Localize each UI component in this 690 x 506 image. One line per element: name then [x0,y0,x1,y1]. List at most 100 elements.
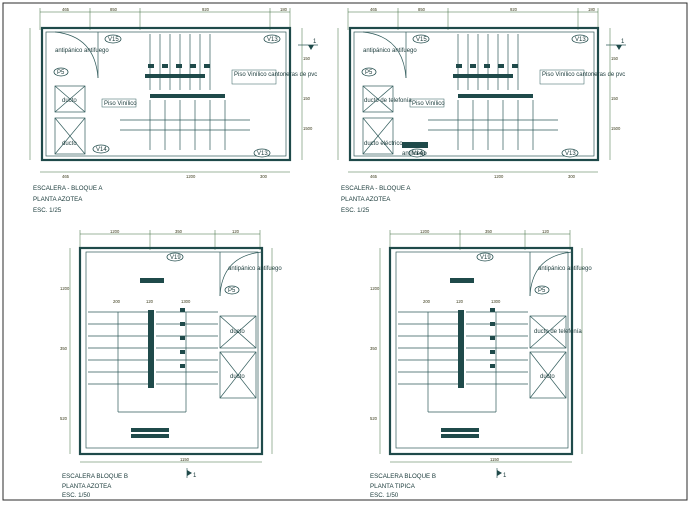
dim-top-2: 850 [110,7,118,12]
door-swing [54,31,99,79]
label-ducto: ducto [62,98,77,104]
label-ducto-2: ducto [62,141,77,147]
svg-text:antifuego: antifuego [402,151,427,157]
svg-text:1200: 1200 [60,286,70,291]
stair-runs [88,311,218,413]
svg-text:PLANTA AZOTEA: PLANTA AZOTEA [341,196,391,203]
tag-v15 [104,34,122,44]
svg-text:1: 1 [621,39,625,45]
svg-text:350: 350 [60,346,68,351]
dim-top-3: 920 [202,7,210,12]
svg-text:1200: 1200 [186,174,196,179]
svg-text:V13: V13 [575,37,586,43]
svg-text:120: 120 [232,229,240,234]
svg-text:350: 350 [485,229,493,234]
svg-text:V13: V13 [267,37,278,43]
handrail [148,310,154,388]
svg-text:V15: V15 [416,37,427,43]
svg-text:V13: V13 [257,151,268,157]
svg-text:P5: P5 [365,70,373,76]
svg-text:1300: 1300 [491,299,501,304]
svg-text:antipánico antifuego: antipánico antifuego [228,266,282,272]
svg-text:P5: P5 [228,288,236,294]
svg-text:1150: 1150 [180,457,190,462]
svg-text:V15: V15 [108,37,119,43]
svg-text:150: 150 [611,56,619,61]
tag-v14 [92,144,110,154]
stair-runs [120,34,250,150]
svg-text:200: 200 [113,299,121,304]
handrail-upper [145,74,205,78]
svg-text:V19: V19 [170,255,181,261]
svg-text:465: 465 [62,174,70,179]
svg-text:V19: V19 [480,255,491,261]
svg-text:1200: 1200 [110,229,120,234]
dim-top-4: 180 [280,7,288,12]
tag-p5 [53,67,69,77]
outer-walls [388,246,574,456]
handrail-lower [150,94,225,98]
svg-text:465: 465 [370,174,378,179]
ducto-box [54,117,86,155]
plan-bloque-a-left: 465 850 920 180 [29,7,318,214]
dim-top-1: 465 [62,7,70,12]
svg-text:520: 520 [370,416,378,421]
svg-text:ESC. 1/25: ESC. 1/25 [341,207,370,214]
stair-runs [428,34,558,150]
svg-text:1: 1 [193,473,197,479]
svg-text:1200: 1200 [370,286,380,291]
svg-text:V14: V14 [412,151,423,157]
svg-text:1200: 1200 [420,229,430,234]
label-antifuego: antipánico antifuego [55,48,109,54]
svg-text:antipánico antifuego: antipánico antifuego [538,266,592,272]
svg-text:150: 150 [303,56,311,61]
svg-text:200: 200 [423,299,431,304]
antifuego-bar [402,142,428,148]
svg-text:120: 120 [146,299,154,304]
svg-text:1200: 1200 [494,174,504,179]
svg-text:ESCALERA BLOQUE B: ESCALERA BLOQUE B [370,473,436,480]
svg-text:Piso Vinílico: Piso Vinílico [412,101,445,107]
svg-text:920: 920 [510,7,518,12]
svg-text:350: 350 [370,346,378,351]
svg-text:1150: 1150 [490,457,500,462]
svg-text:1: 1 [503,473,507,479]
svg-text:180: 180 [588,7,596,12]
svg-text:150: 150 [611,96,619,101]
caption-plan: PLANTA AZOTEA [33,196,83,203]
plan-bloque-b-left: 1200 350 120 [60,229,282,499]
label-piso-vinilico: Piso Vinílico [104,101,137,107]
svg-text:1500: 1500 [303,126,313,131]
section-marker: 1 [313,39,317,45]
svg-text:ducto: ducto [230,329,245,335]
svg-text:ducto: ducto [540,374,555,380]
caption-scale: ESC. 1/25 [33,207,62,214]
svg-text:ducto de telefonía: ducto de telefonía [534,329,582,335]
svg-text:antipánico antifuego: antipánico antifuego [363,48,417,54]
svg-text:ESCALERA BLOQUE B: ESCALERA BLOQUE B [62,473,128,480]
svg-text:ducto eléctrico: ducto eléctrico [364,141,403,147]
svg-text:520: 520 [60,416,68,421]
plan-bloque-a-right: 465 850 920 180 [337,7,626,214]
tag-v13-top [263,34,281,44]
svg-text:ESC. 1/50: ESC. 1/50 [62,492,91,499]
svg-text:PLANTA TIPICA: PLANTA TIPICA [370,483,416,490]
svg-text:120: 120 [542,229,550,234]
svg-text:ESC. 1/50: ESC. 1/50 [370,492,399,499]
svg-text:PLANTA AZOTEA: PLANTA AZOTEA [62,483,112,490]
outer-walls [348,26,600,162]
stair-runs [398,311,528,413]
svg-text:300: 300 [260,174,268,179]
svg-text:350: 350 [175,229,183,234]
svg-text:P5: P5 [57,70,65,76]
tag-v13-bottom [253,148,271,158]
svg-text:850: 850 [418,7,426,12]
caption-title: ESCALERA - BLOQUE A [33,185,103,192]
svg-text:1300: 1300 [181,299,191,304]
svg-text:V14: V14 [96,147,107,153]
svg-text:120: 120 [456,299,464,304]
svg-text:300: 300 [568,174,576,179]
label-piso-cantonera: Piso Vinílico cantoneras de pvc [234,72,317,78]
